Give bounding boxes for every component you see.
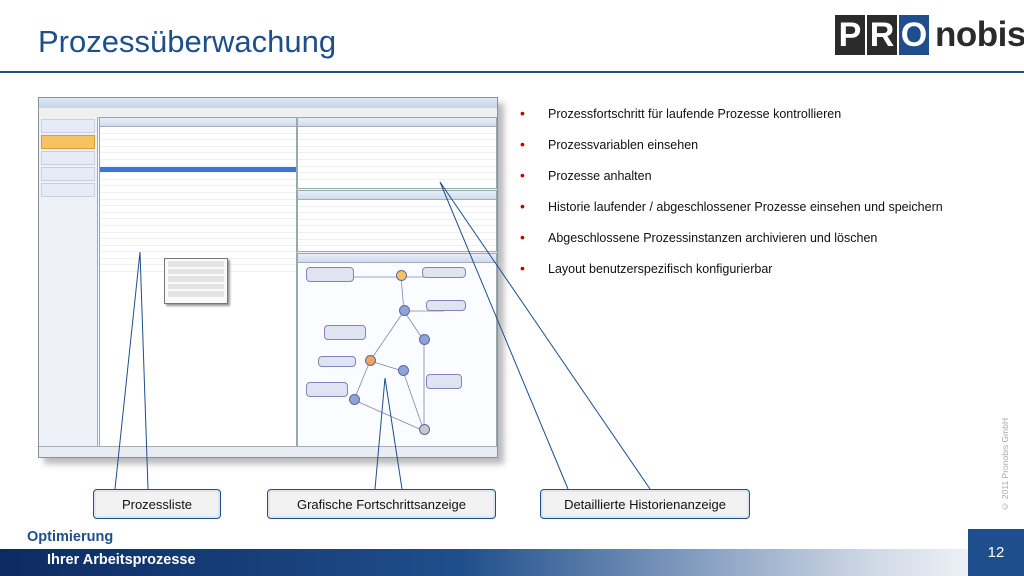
graph-step-icon <box>398 365 409 376</box>
footer-bar <box>0 549 1024 576</box>
screenshot-row <box>100 160 296 167</box>
copyright-note: © 2011 Pronobis GmbH <box>1000 418 1010 512</box>
screenshot-row <box>298 160 496 167</box>
logo-letter-o: O <box>899 15 929 55</box>
screenshot-row <box>298 246 496 253</box>
history-pane <box>297 117 497 189</box>
window-titlebar <box>39 98 497 108</box>
sidebar-item <box>41 167 95 181</box>
bullet-item: Prozessvariablen einsehen <box>520 135 1010 167</box>
screenshot-row <box>100 134 296 141</box>
pane-header <box>298 254 496 263</box>
screenshot-row <box>100 246 296 253</box>
pane-header <box>298 118 496 127</box>
screenshot-row <box>100 239 296 246</box>
screenshot-row <box>100 140 296 147</box>
logo-letter-p: P <box>835 15 865 55</box>
screenshot-row <box>100 166 296 174</box>
menu-line <box>168 268 224 274</box>
screenshot-row <box>100 219 296 226</box>
pane-header <box>298 191 496 200</box>
screenshot-row <box>298 173 496 180</box>
screenshot-row <box>298 147 496 154</box>
menu-line <box>168 261 224 267</box>
sidebar-item <box>41 183 95 197</box>
screenshot-row <box>298 220 496 227</box>
slide-title: Prozessüberwachung <box>38 24 337 59</box>
bullet-item: Layout benutzerspezifisch konfigurierbar <box>520 259 1010 291</box>
screenshot-row <box>100 173 296 180</box>
screenshot-row <box>298 167 496 174</box>
pane-header <box>100 118 296 127</box>
screenshot-row <box>100 153 296 160</box>
graph-node <box>422 267 466 278</box>
bullet-item: Prozesse anhalten <box>520 166 1010 198</box>
graph-step-icon <box>419 424 430 435</box>
screenshot-row <box>298 213 496 220</box>
screenshot-row <box>100 127 296 134</box>
screenshot-row <box>100 193 296 200</box>
context-menu <box>164 258 228 304</box>
application-screenshot <box>38 97 498 458</box>
screenshot-row <box>298 226 496 233</box>
sidebar-item <box>41 119 95 133</box>
screenshot-row <box>298 134 496 141</box>
footer-line-2: Ihrer Arbeitsprozesse <box>47 552 196 568</box>
screenshot-row <box>298 233 496 240</box>
bullet-item: Historie laufender / abgeschlossener Pro… <box>520 197 1010 229</box>
screenshot-row <box>100 147 296 154</box>
title-underline <box>0 71 1024 73</box>
graph-node <box>306 267 354 282</box>
callout-graphical-progress: Grafische Fortschrittsanzeige <box>267 489 496 519</box>
menu-line <box>168 283 224 289</box>
screenshot-row <box>100 226 296 233</box>
graph-node <box>324 325 366 340</box>
callout-history-view: Detaillierte Historienanzeige <box>540 489 750 519</box>
logo-letter-r: R <box>867 15 897 55</box>
menu-line <box>168 291 224 297</box>
bullet-item: Abgeschlossene Prozessinstanzen archivie… <box>520 228 1010 260</box>
graph-node <box>426 300 466 311</box>
screenshot-row <box>298 127 496 134</box>
graph-node <box>306 382 348 397</box>
screenshot-row <box>100 180 296 187</box>
screenshot-row <box>298 153 496 160</box>
feature-bullet-list: Prozessfortschritt für laufende Prozesse… <box>520 104 1010 291</box>
pronobis-logo: P R O nobis <box>835 13 1024 57</box>
screenshot-row <box>100 186 296 193</box>
graph-step-icon <box>419 334 430 345</box>
screenshot-row <box>298 200 496 207</box>
history-rows <box>298 127 496 180</box>
graph-step-icon <box>399 305 410 316</box>
navigation-sidebar <box>39 117 98 447</box>
logo-word: nobis <box>935 15 1024 54</box>
screenshot-row <box>100 213 296 220</box>
menu-line <box>168 276 224 282</box>
screenshot-row <box>100 206 296 213</box>
graph-node <box>426 374 462 389</box>
graph-node <box>318 356 356 367</box>
sidebar-item-active <box>41 135 95 149</box>
process-graph-pane <box>297 253 497 447</box>
graph-step-icon <box>349 394 360 405</box>
callout-process-list: Prozessliste <box>93 489 221 519</box>
screenshot-row <box>298 140 496 147</box>
screenshot-row <box>298 240 496 247</box>
window-statusbar <box>39 446 497 457</box>
screenshot-row <box>100 233 296 240</box>
screenshot-row <box>100 200 296 207</box>
variable-rows <box>298 200 496 253</box>
sidebar-item <box>41 151 95 165</box>
bullet-item: Prozessfortschritt für laufende Prozesse… <box>520 104 1010 136</box>
variables-pane <box>297 190 497 253</box>
screenshot-row <box>298 207 496 214</box>
footer-line-1: Optimierung <box>27 529 114 545</box>
graph-step-icon <box>396 270 407 281</box>
graph-step-icon <box>365 355 376 366</box>
page-number: 12 <box>968 529 1024 576</box>
